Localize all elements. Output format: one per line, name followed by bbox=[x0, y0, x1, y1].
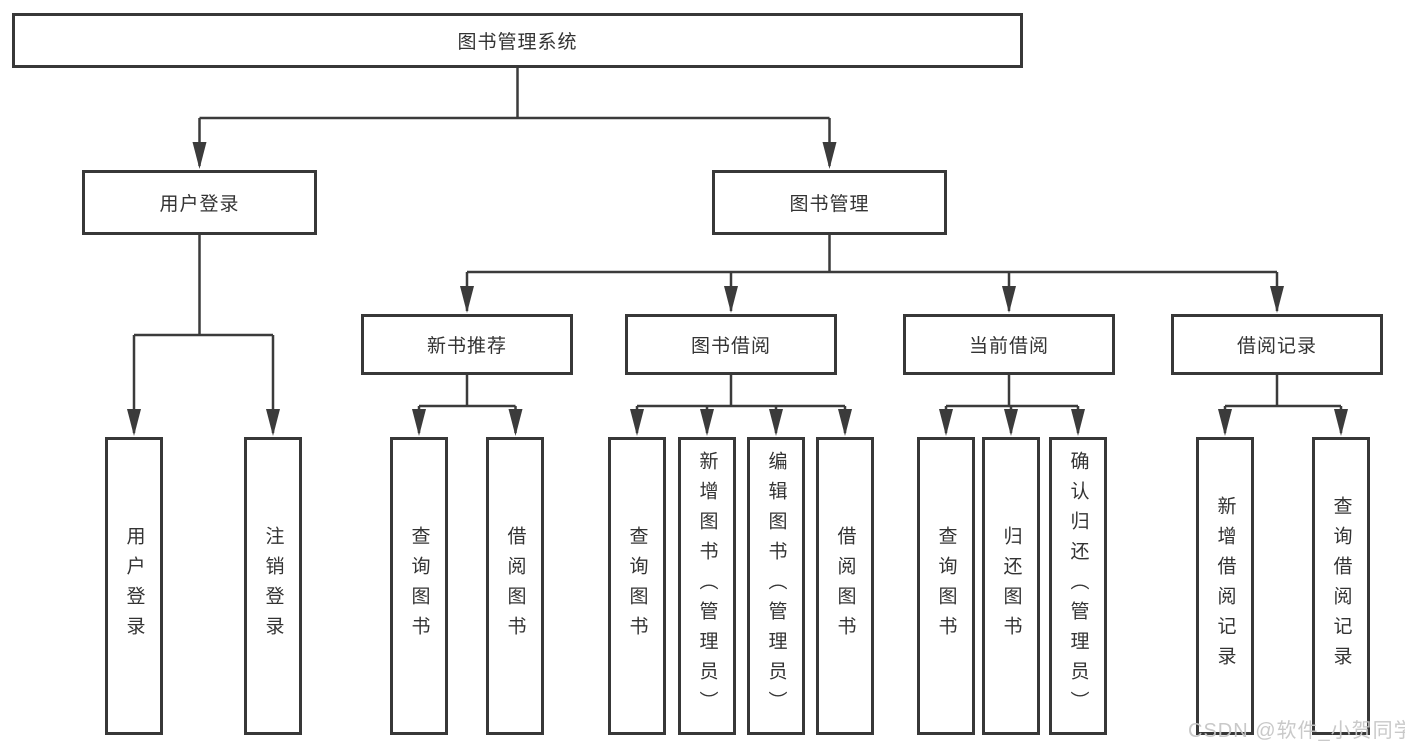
node-logout: 注销登录 bbox=[244, 437, 302, 735]
node-label: 查询图书 bbox=[408, 526, 430, 646]
node-label: 查询借阅记录 bbox=[1330, 496, 1352, 676]
node-label: 归还图书 bbox=[1000, 526, 1022, 646]
node-user-login-leaf: 用户登录 bbox=[105, 437, 163, 735]
node-label: 借阅图书 bbox=[504, 526, 526, 646]
node-query-books-borrowing: 查询图书 bbox=[608, 437, 666, 735]
node-confirm-return-admin: 确认归还（管理员） bbox=[1049, 437, 1107, 735]
node-add-borrow-record: 新增借阅记录 bbox=[1196, 437, 1254, 735]
node-label: 当前借阅 bbox=[968, 336, 1049, 357]
node-add-books-admin: 新增图书（管理员） bbox=[678, 437, 736, 735]
node-label: 图书管理 bbox=[789, 194, 870, 215]
node-query-books-recommend: 查询图书 bbox=[390, 437, 448, 735]
node-label: 编辑图书（管理员） bbox=[765, 451, 787, 721]
node-user-login: 用户登录 bbox=[82, 170, 317, 235]
node-label: 查询图书 bbox=[935, 526, 957, 646]
csdn-watermark: CSDN @软件_小贺同学 bbox=[1188, 720, 1405, 742]
arrowheads bbox=[127, 142, 1348, 436]
node-current-borrowing: 当前借阅 bbox=[903, 314, 1115, 375]
node-query-borrow-record: 查询借阅记录 bbox=[1312, 437, 1370, 735]
node-return-books: 归还图书 bbox=[982, 437, 1040, 735]
node-label: 新增图书（管理员） bbox=[696, 451, 718, 721]
node-new-book-recommendation: 新书推荐 bbox=[361, 314, 573, 375]
node-borrow-books-borrowing: 借阅图书 bbox=[816, 437, 874, 735]
node-edit-books-admin: 编辑图书（管理员） bbox=[747, 437, 805, 735]
node-label: 图书借阅 bbox=[690, 336, 771, 357]
node-label: 用户登录 bbox=[123, 526, 145, 646]
node-label: 新书推荐 bbox=[426, 336, 507, 357]
node-label: 新增借阅记录 bbox=[1214, 496, 1236, 676]
node-borrow-books-recommend: 借阅图书 bbox=[486, 437, 544, 735]
connector-paths bbox=[132, 68, 1343, 433]
node-label: 查询图书 bbox=[626, 526, 648, 646]
node-label: 注销登录 bbox=[262, 526, 284, 646]
node-label: 借阅图书 bbox=[834, 526, 856, 646]
node-library-management-system: 图书管理系统 bbox=[12, 13, 1023, 68]
node-book-borrowing: 图书借阅 bbox=[625, 314, 837, 375]
node-query-books-current: 查询图书 bbox=[917, 437, 975, 735]
node-borrowing-records: 借阅记录 bbox=[1171, 314, 1383, 375]
node-book-management: 图书管理 bbox=[712, 170, 947, 235]
node-label: 图书管理系统 bbox=[457, 32, 578, 53]
node-label: 确认归还（管理员） bbox=[1067, 451, 1089, 721]
node-label: 借阅记录 bbox=[1236, 336, 1317, 357]
node-label: 用户登录 bbox=[159, 194, 240, 215]
